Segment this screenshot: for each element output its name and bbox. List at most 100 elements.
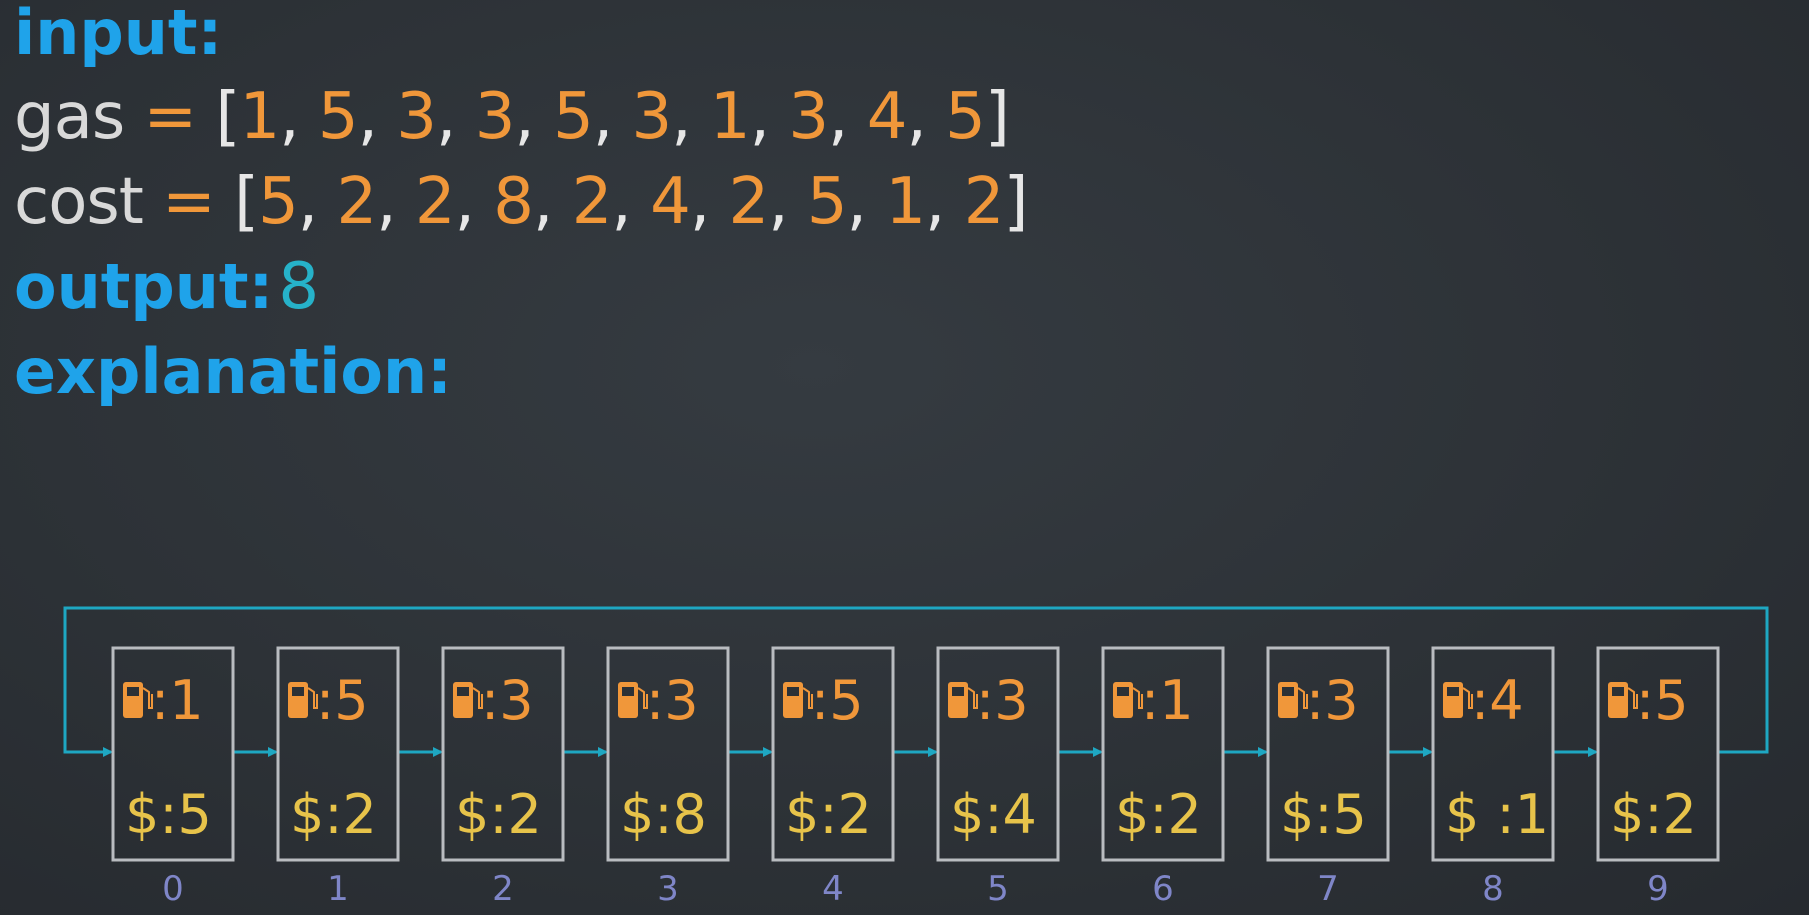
loop-back-arrow: [63, 606, 1769, 757]
gas-pump-icon: [783, 682, 813, 718]
gas-pump-icon: [1113, 682, 1143, 718]
station-2: :3 $:2 2: [441, 646, 608, 909]
gas-value-1: 5: [317, 80, 359, 154]
station-cost-value: $:2: [785, 783, 872, 846]
station-gas-value: :5: [1636, 669, 1689, 732]
gas-comma: ,: [828, 80, 867, 154]
station-index: 1: [327, 869, 349, 909]
station-box: [1266, 646, 1390, 862]
cost-comma: ,: [297, 165, 337, 239]
station-index: 8: [1482, 869, 1504, 909]
gas-pump-icon: [123, 682, 153, 718]
station-1: :5 $:2 1: [276, 646, 443, 909]
cost-value-4: 2: [571, 165, 613, 239]
gas-comma: ,: [906, 80, 946, 154]
station-gas-value: :1: [151, 669, 204, 732]
cost-value-0: 5: [258, 165, 299, 239]
gas-pump-icon: [948, 682, 978, 718]
gas-comma: ,: [749, 80, 789, 154]
station-cost-value: $:2: [290, 783, 377, 846]
station-box: [1431, 646, 1555, 862]
station-cost-value: $:4: [950, 783, 1037, 846]
circular-route-line: [63, 606, 1769, 757]
cost-equals: =: [162, 165, 216, 239]
output-line: output: 8: [14, 250, 319, 324]
station-cost-value: $:5: [1280, 783, 1367, 846]
gas-pump-icon: [618, 682, 648, 718]
gas-value-5: 3: [631, 80, 673, 154]
cost-close-bracket: ]: [1003, 165, 1028, 239]
gas-pump-icon: [288, 682, 318, 718]
gas-equals: =: [143, 80, 198, 154]
station-box: [441, 646, 565, 862]
output-label: output:: [14, 250, 274, 323]
gas-values: 1, 5, 3, 3, 5, 3, 1, 3, 4, 5: [239, 80, 986, 154]
station-gas-value: :1: [1141, 669, 1194, 732]
cost-value-3: 8: [493, 165, 534, 239]
station-box: [276, 646, 400, 862]
gas-comma: ,: [592, 80, 632, 154]
gas-value-7: 3: [788, 80, 829, 154]
station-5: :3 $:4 5: [936, 646, 1103, 909]
gas-value-9: 5: [945, 80, 986, 154]
cost-open-bracket: [: [234, 165, 259, 239]
gas-comma: ,: [514, 80, 554, 154]
station-7: :3$:57: [1266, 646, 1433, 909]
stations: :1$:50:5$:21:3$:22:3$:83:5$:24:3$:45:1$:…: [111, 646, 1720, 909]
station-index: 6: [1152, 869, 1174, 909]
station-box: [1101, 646, 1225, 862]
gas-array-line: gas = [1, 5, 3, 3, 5, 3, 1, 3, 4, 5]: [14, 80, 1010, 154]
station-4: :5 $:2 4: [771, 646, 938, 909]
gas-variable-name: gas: [14, 80, 125, 154]
station-gas-value: :3: [481, 669, 534, 732]
cost-value-1: 2: [336, 165, 377, 239]
station-0: :1$:50: [111, 646, 278, 909]
station-index: 3: [657, 869, 679, 909]
cost-value-5: 4: [650, 165, 691, 239]
station-3: :3 $:8 3: [606, 646, 773, 909]
cost-value-7: 5: [806, 165, 848, 239]
cost-value-9: 2: [963, 165, 1005, 239]
station-index: 7: [1317, 869, 1339, 909]
cost-values: 5, 2, 2, 8, 2, 4, 2, 5, 1, 2: [258, 165, 1005, 239]
station-gas-value: :3: [976, 669, 1029, 732]
cost-value-6: 2: [728, 165, 770, 239]
station-box: [771, 646, 895, 862]
gas-value-2: 3: [396, 80, 437, 154]
cost-value-8: 1: [885, 165, 926, 239]
gas-value-3: 3: [474, 80, 516, 154]
cost-comma: ,: [611, 165, 651, 239]
station-6: :1$:26: [1101, 646, 1268, 909]
gas-comma: ,: [279, 80, 318, 154]
station-cost-value: $:2: [455, 783, 542, 846]
gas-open-bracket: [: [215, 80, 241, 154]
explanation-label: explanation:: [14, 335, 452, 408]
station-cost-value: $ :1: [1445, 783, 1549, 846]
station-box: [936, 646, 1060, 862]
cost-comma: ,: [533, 165, 572, 239]
station-box: [1596, 646, 1720, 862]
station-box: [606, 646, 730, 862]
station-8: :4$ :18: [1431, 646, 1598, 909]
cost-comma: ,: [925, 165, 964, 239]
station-gas-value: :5: [316, 669, 369, 732]
cost-comma: ,: [376, 165, 415, 239]
input-label: input:: [14, 0, 223, 69]
gas-value-8: 4: [866, 80, 908, 154]
gas-pump-icon: [1443, 682, 1473, 718]
station-index: 4: [822, 869, 844, 909]
cost-comma: ,: [846, 165, 886, 239]
gas-close-bracket: ]: [984, 80, 1010, 154]
gas-value-6: 1: [709, 80, 751, 154]
station-gas-value: :5: [811, 669, 864, 732]
cost-value-2: 2: [414, 165, 456, 239]
station-gas-value: :3: [646, 669, 699, 732]
station-index: 5: [987, 869, 1009, 909]
station-9: :5$:29: [1596, 646, 1720, 909]
station-cost-value: $:8: [620, 783, 707, 846]
station-index: 2: [492, 869, 514, 909]
gas-pump-icon: [1278, 682, 1308, 718]
gas-pump-icon: [453, 682, 483, 718]
station-index: 9: [1647, 869, 1669, 909]
